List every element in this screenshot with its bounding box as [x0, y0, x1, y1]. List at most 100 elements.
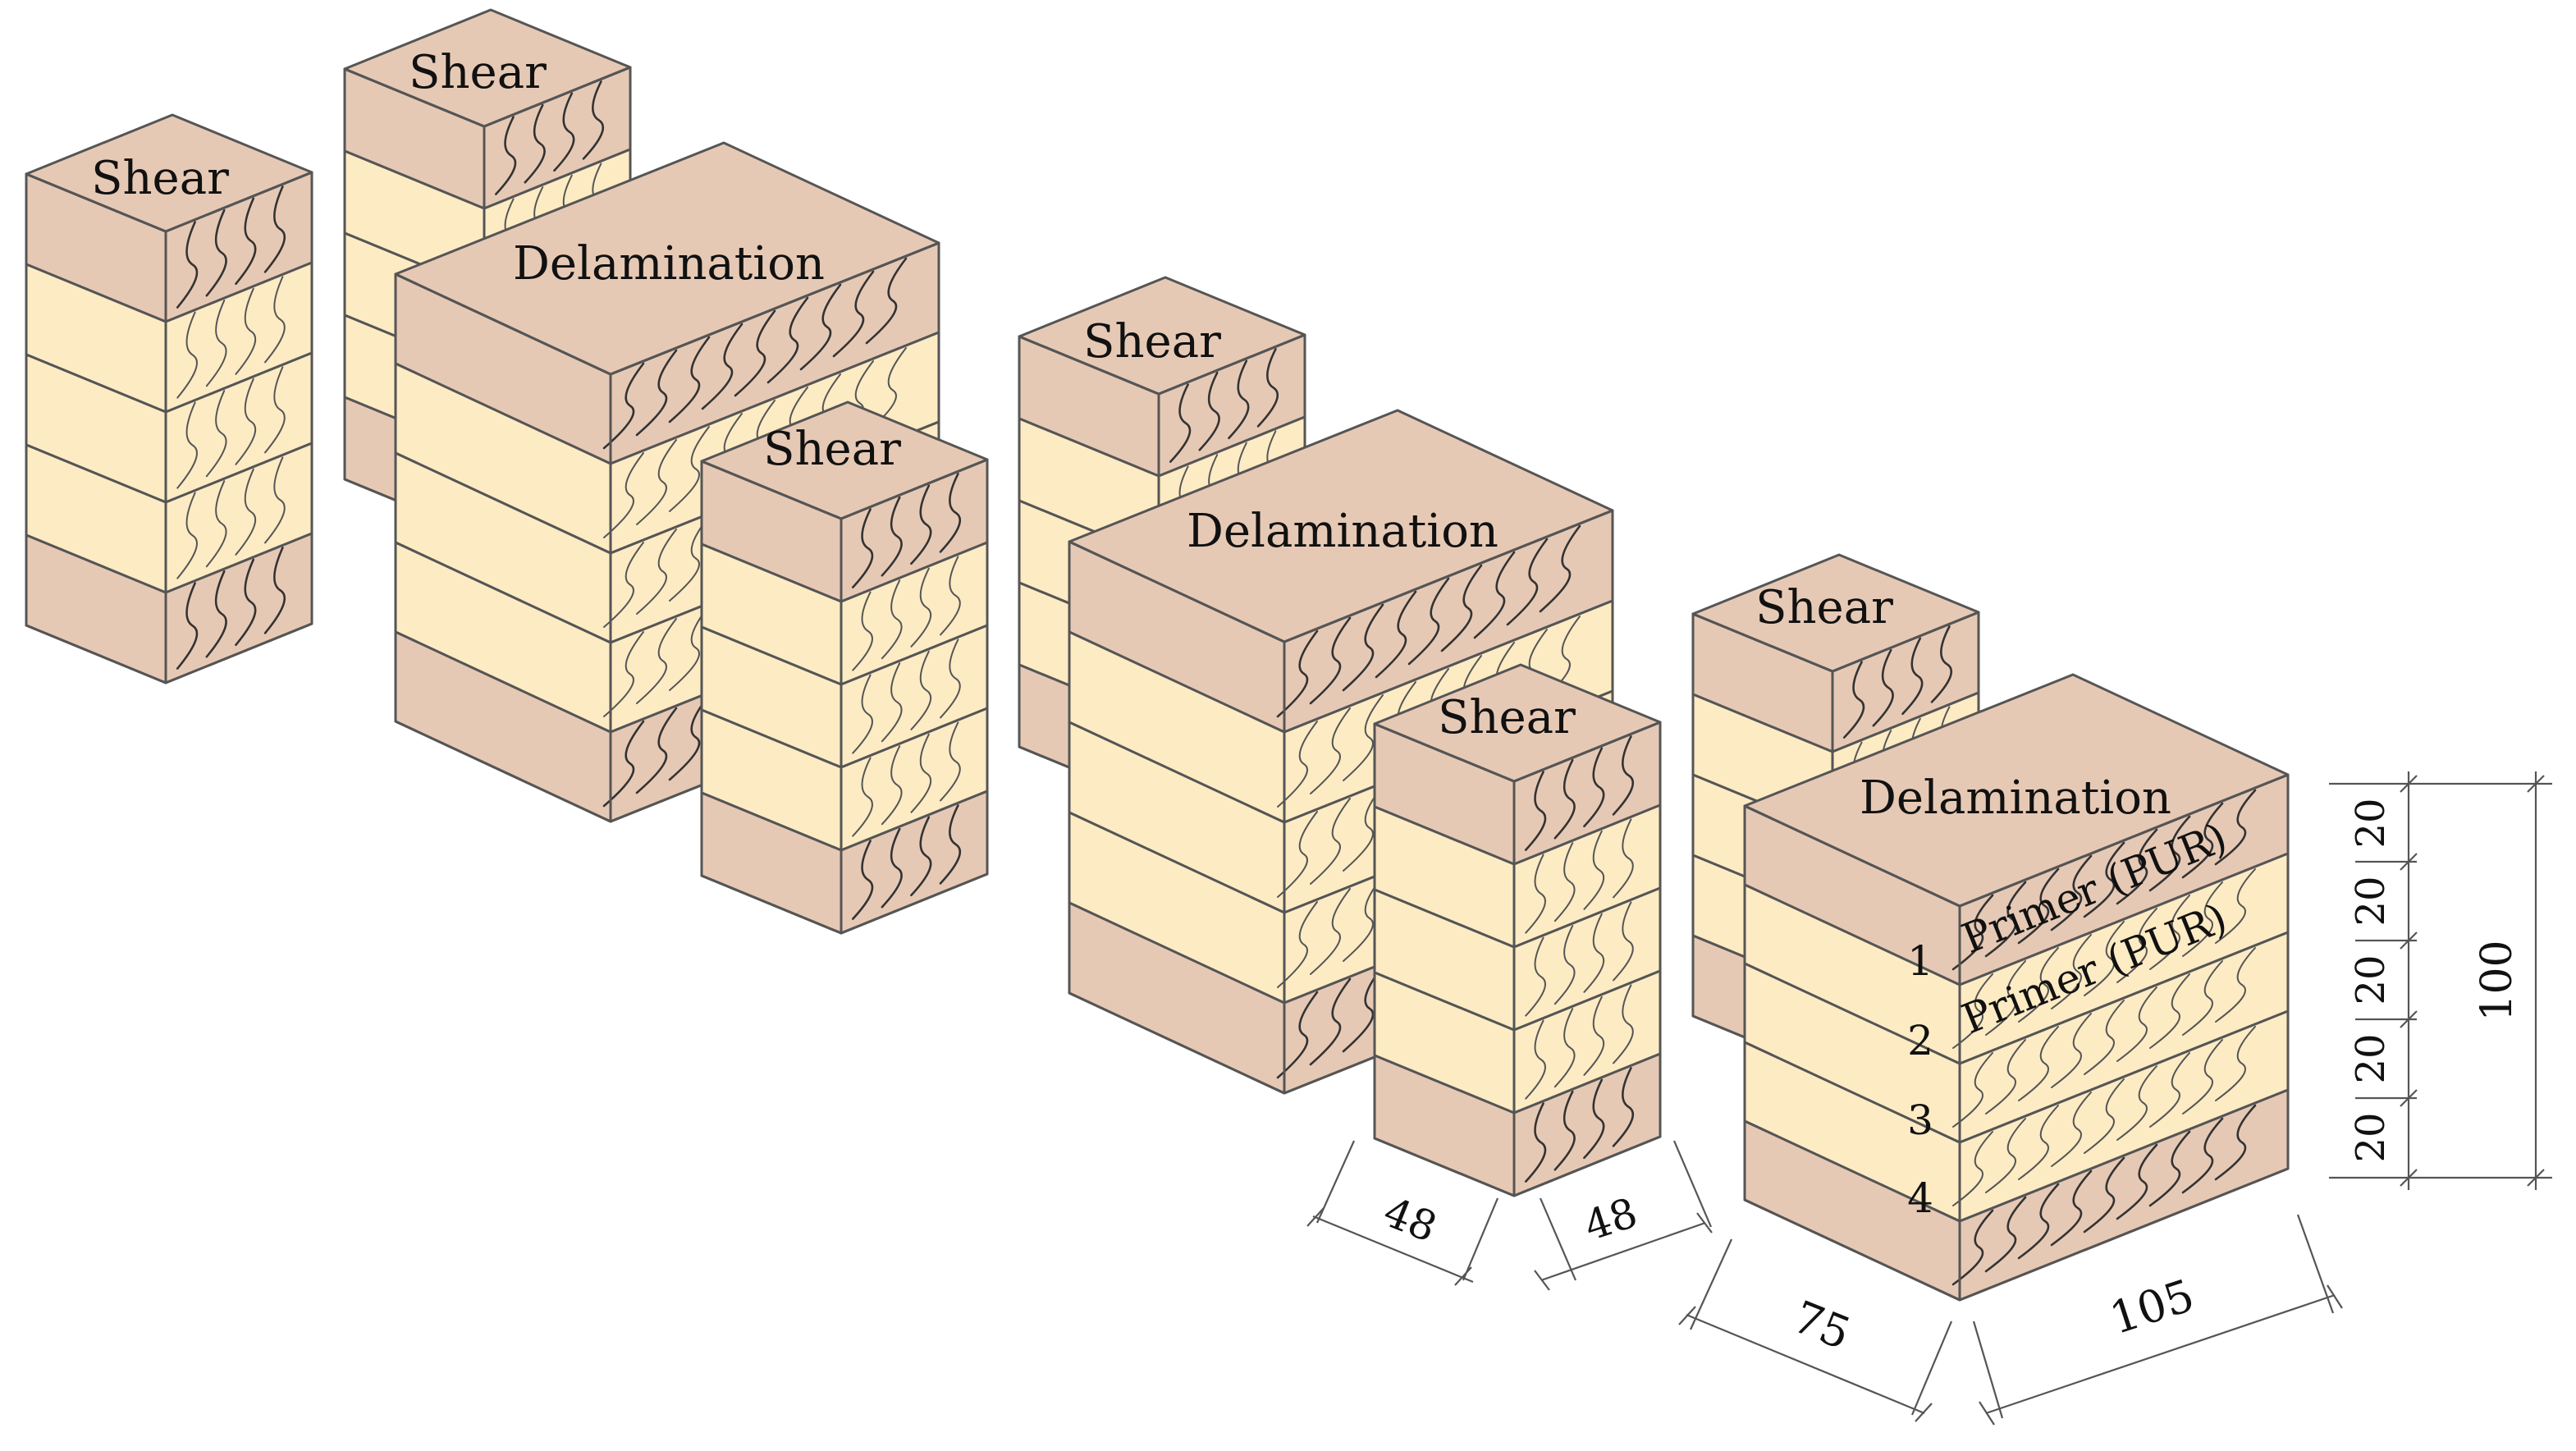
wood-grain-line — [881, 827, 903, 909]
wood-grain-line — [1952, 973, 1993, 1049]
wood-grain-line — [1901, 637, 1924, 716]
wood-grain-line — [176, 221, 199, 309]
wood-grain-line — [881, 496, 903, 577]
wood-grain-line — [1539, 524, 1581, 613]
dimension-lines — [1306, 771, 2552, 1426]
wood-grain-line — [176, 311, 198, 399]
wood-grain-line — [553, 92, 575, 172]
wood-grain-line — [1473, 551, 1516, 639]
glue-line-number: 2 — [1907, 1017, 1933, 1064]
wood-grain-line — [1612, 1067, 1634, 1147]
wood-grain-line — [2116, 1143, 2158, 1220]
wood-grain-line — [939, 804, 961, 885]
specimen-label: Shear — [1438, 691, 1576, 744]
wood-grain-line — [1407, 577, 1450, 666]
wood-grain-line — [1256, 348, 1279, 428]
wood-grain-line — [799, 283, 842, 371]
wood-grain-line — [2149, 1052, 2190, 1128]
wood-grain-line — [734, 309, 776, 397]
wood-grain-line — [636, 439, 677, 525]
wood-grain-line — [1842, 661, 1865, 739]
wood-grain-line — [235, 197, 257, 286]
wood-grain-line — [669, 515, 710, 602]
wood-grain-line — [2181, 802, 2224, 879]
dimension-layer: 20 — [2348, 1112, 2394, 1162]
wood-grain-line — [2084, 921, 2125, 996]
wood-grain-line — [2051, 934, 2092, 1009]
wood-grain-line — [2215, 868, 2256, 944]
wood-grain-line — [1583, 830, 1604, 910]
wood-grain-line — [1952, 1052, 1993, 1128]
specimen-label: Shear — [409, 46, 547, 99]
wood-grain-line — [2116, 828, 2158, 905]
wood-grain-line — [910, 733, 931, 813]
wood-grain-line — [2214, 1104, 2257, 1181]
wood-grain-line — [2051, 1013, 2092, 1088]
wood-grain-line — [1310, 798, 1351, 885]
wood-grain-line — [1951, 1209, 1994, 1286]
wood-grain-line — [2018, 1026, 2059, 1101]
wood-grain-line — [2084, 1000, 2125, 1075]
wood-grain-line — [2148, 1130, 2191, 1207]
wood-grain-line — [669, 605, 710, 691]
dimension-layer: 20 — [2348, 1033, 2394, 1083]
wood-grain-line — [2116, 908, 2157, 983]
wood-grain-line — [2215, 947, 2256, 1023]
wood-grain-line — [1506, 538, 1549, 626]
wood-grain-line — [2215, 1026, 2256, 1101]
wood-grain-line — [881, 579, 903, 660]
wood-grain-line — [1198, 371, 1220, 451]
glue-line-number: 4 — [1907, 1174, 1933, 1222]
shear-specimen — [25, 113, 313, 684]
wood-grain-line — [1277, 811, 1318, 898]
specimen-label: Delamination — [1860, 771, 2171, 825]
wood-grain-line — [1440, 564, 1483, 652]
wood-grain-line — [910, 484, 932, 565]
wood-grain-line — [264, 276, 286, 364]
wood-grain-line — [1583, 913, 1604, 993]
dimension-layer: 20 — [2348, 954, 2394, 1005]
wood-grain-line — [1310, 707, 1351, 794]
wood-grain-line — [1276, 991, 1319, 1079]
wood-grain-line — [1343, 875, 1384, 962]
wood-grain-line — [1553, 925, 1576, 1005]
wood-grain-line — [176, 401, 198, 489]
wood-grain-line — [1985, 1039, 2026, 1115]
wood-grain-line — [1309, 616, 1352, 705]
wood-grain-line — [636, 618, 677, 704]
wood-grain-line — [2018, 1105, 2059, 1180]
wood-grain-line — [1309, 977, 1352, 1066]
wood-grain-line — [1613, 818, 1634, 899]
dimension-layer: 20 — [2348, 876, 2394, 926]
wood-grain-line — [635, 707, 678, 794]
specimen-label: Delamination — [1187, 505, 1498, 558]
specimen-blocks — [25, 8, 2290, 1302]
wood-grain-line — [1553, 1008, 1576, 1088]
wood-grain-line — [2050, 854, 2093, 931]
wood-grain-line — [1375, 590, 1417, 679]
wood-grain-line — [2083, 1156, 2125, 1234]
wood-grain-line — [1984, 881, 2027, 958]
wood-grain-line — [865, 257, 908, 345]
wood-grain-line — [1613, 984, 1634, 1064]
wood-grain-line — [1553, 842, 1576, 922]
wood-grain-line — [2017, 867, 2060, 945]
shear-specimen — [700, 401, 989, 935]
dimension-layer: 20 — [2348, 798, 2394, 848]
wood-grain-line — [910, 567, 931, 648]
wood-grain-line — [940, 639, 961, 719]
wood-grain-line — [1985, 960, 2026, 1036]
wood-grain-line — [524, 103, 546, 184]
wood-grain-line — [582, 80, 604, 160]
wood-grain-line — [2182, 1039, 2223, 1115]
wood-grain-line — [1228, 359, 1250, 440]
wood-grain-line — [235, 558, 257, 647]
wood-grain-line — [2149, 973, 2190, 1049]
wood-grain-line — [1613, 901, 1634, 982]
wood-grain-line — [701, 323, 744, 410]
wood-grain-line — [2182, 960, 2223, 1036]
delamination-specimen — [1743, 673, 2290, 1302]
specimen-side-outline — [1958, 773, 2290, 1302]
